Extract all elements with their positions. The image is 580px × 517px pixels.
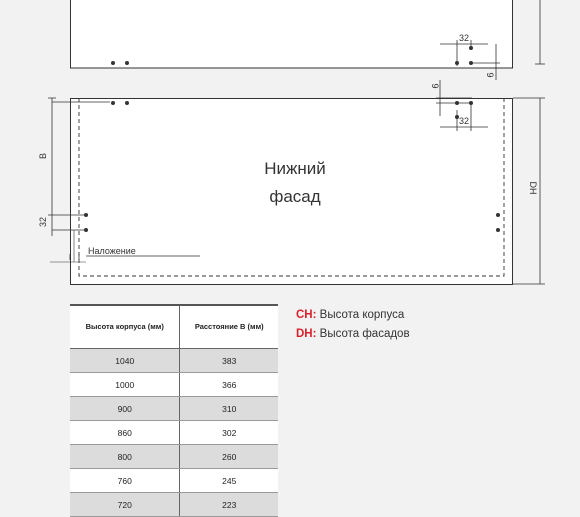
dim-32-mid-line <box>440 105 488 131</box>
cell-cabinet-height: 900 <box>70 396 181 421</box>
legend: CH: Высота корпуса DH: Высота фасадов <box>296 306 410 344</box>
cabinet-diagram: 32 9 9 32 B 32 Наложение DH Нижний фасад <box>38 0 545 285</box>
header-cabinet-height: Высота корпуса (мм) <box>70 304 181 349</box>
dim-9-right-line <box>470 44 500 80</box>
dim-32-left-label: 32 <box>38 217 48 227</box>
dim-b-label: B <box>38 153 48 159</box>
cell-cabinet-height: 800 <box>70 444 181 469</box>
dim-9-right-label: 9 <box>485 72 495 77</box>
dim-dh-label: DH <box>528 182 538 195</box>
cell-cabinet-height: 720 <box>70 492 181 517</box>
cell-cabinet-height: 1040 <box>70 348 181 373</box>
cell-distance-b: 223 <box>179 492 278 517</box>
hinge-dot <box>125 61 129 65</box>
cell-distance-b: 245 <box>179 468 278 493</box>
legend-dh: DH: Высота фасадов <box>296 325 410 344</box>
hinge-dot <box>111 101 115 105</box>
cell-cabinet-height: 760 <box>70 468 181 493</box>
hinge-dot <box>111 61 115 65</box>
cell-cabinet-height: 860 <box>70 420 181 445</box>
dim-32-top-line <box>440 40 488 66</box>
header-distance-b: Расстояние B (мм) <box>179 304 278 349</box>
dim-32-mid-label: 32 <box>459 116 469 126</box>
cabinet-spec-table: Высота корпуса (мм) Расстояние B (мм) 10… <box>70 304 278 517</box>
lower-facade-title-line1: Нижний <box>264 159 326 178</box>
overlay-leader <box>50 230 86 263</box>
cell-distance-b: 310 <box>179 396 278 421</box>
dim-dh-line <box>513 97 545 285</box>
lower-facade-panel <box>70 98 513 285</box>
overlay-label: Наложение <box>88 246 136 256</box>
legend-ch-text: Высота корпуса <box>316 309 405 321</box>
cell-cabinet-height: 1000 <box>70 372 181 397</box>
hinge-dot <box>125 101 129 105</box>
cell-distance-b: 366 <box>179 372 278 397</box>
legend-dh-key: DH: <box>296 328 317 340</box>
dim-32-top-label: 32 <box>459 33 469 43</box>
cell-distance-b: 383 <box>179 348 278 373</box>
cell-distance-b: 260 <box>179 444 278 469</box>
dim-32-left-line <box>51 215 86 236</box>
legend-ch-key: CH: <box>296 309 317 321</box>
dim-9-left-label: 9 <box>430 83 440 88</box>
hinge-dot <box>496 228 500 232</box>
dim-9-left-line <box>436 80 472 116</box>
lower-facade-title-line2: фасад <box>269 187 320 206</box>
legend-dh-text: Высота фасадов <box>316 328 410 340</box>
legend-ch: CH: Высота корпуса <box>296 306 410 325</box>
cell-distance-b: 302 <box>179 420 278 445</box>
hinge-dot <box>496 213 500 217</box>
overlay-arrow-line <box>69 254 200 260</box>
upper-facade-panel <box>70 0 513 69</box>
